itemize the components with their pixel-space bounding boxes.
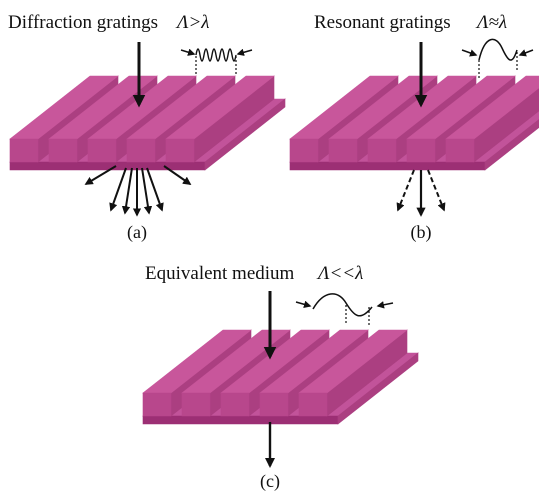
panel-c-relation: Λ<<λ <box>316 263 363 284</box>
panel-a-title: Diffraction gratings <box>8 12 158 33</box>
panel-b-title: Resonant gratings <box>314 12 451 33</box>
panel-a-caption: (a) <box>127 222 147 243</box>
grating-ridge-front <box>9 138 39 163</box>
grating-a <box>9 75 286 171</box>
grating-base-side <box>484 119 539 171</box>
grating-base-front <box>289 161 486 171</box>
grating-ridge-front <box>328 138 358 163</box>
wavelength-marker-a <box>180 48 253 74</box>
panel-a: Diffraction gratings Λ>λ (a) <box>8 12 286 243</box>
grating-ridge-front <box>289 138 319 163</box>
panel-c-caption: (c) <box>260 471 280 492</box>
grating-ridge-front <box>367 138 397 163</box>
panel-b-caption: (b) <box>411 222 432 243</box>
grating-base-front <box>9 161 206 171</box>
panel-c-title: Equivalent medium <box>145 263 295 284</box>
grating-ridge-front <box>87 138 117 163</box>
grating-ridge-front <box>48 138 78 163</box>
panel-a-relation: Λ>λ <box>175 12 210 33</box>
grating-ridge-front <box>181 392 211 417</box>
grating-ridge-front <box>298 392 328 417</box>
diffracted-beams-b <box>396 169 446 217</box>
grating-ridge-front <box>445 138 475 163</box>
grating-ridge-front <box>165 138 195 163</box>
sine-wave-icon <box>478 38 518 61</box>
panel-c: Equivalent medium Λ<<λ (c) <box>142 263 419 492</box>
sine-wave-icon <box>195 48 237 62</box>
grating-ridge-front <box>220 392 250 417</box>
grating-c <box>142 329 419 425</box>
grating-base-side <box>337 352 419 425</box>
panel-b: Resonant gratings Λ≈λ (b) <box>289 12 539 243</box>
sine-wave-icon <box>312 293 373 317</box>
grating-ridge-front <box>126 138 156 163</box>
wavelength-marker-c <box>295 293 394 325</box>
grating-ridge-front <box>406 138 436 163</box>
grating-base-front <box>142 415 339 425</box>
grating-ridge-front <box>142 392 172 417</box>
grating-base-side <box>204 98 286 171</box>
panel-b-relation: Λ≈λ <box>475 12 507 33</box>
wavelength-marker-b <box>461 38 534 80</box>
diffracted-beams-a <box>84 165 192 217</box>
grating-b <box>289 75 539 171</box>
grating-ridge-front <box>259 392 289 417</box>
